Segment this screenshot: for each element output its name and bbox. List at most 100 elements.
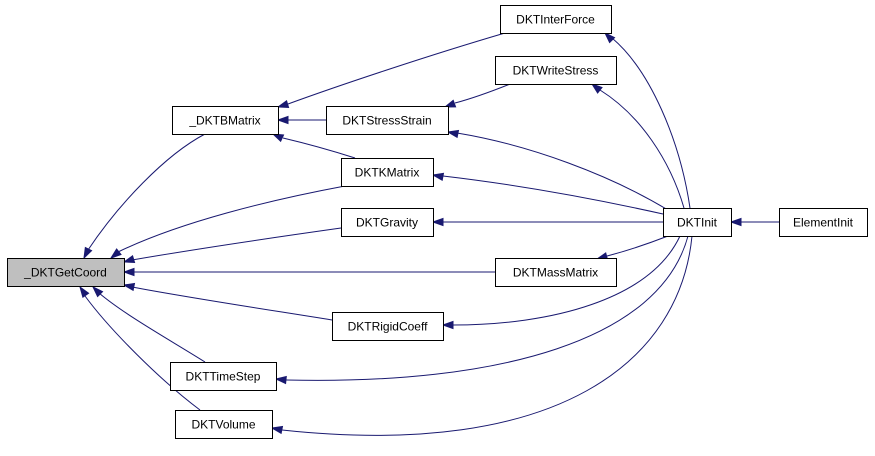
edge-massmatrix-to-getcoord [122,267,495,277]
edge-line [285,235,689,381]
node-label: ElementInit [793,216,854,230]
edge-line [282,137,356,159]
edge-init-to-massmatrix [595,235,669,261]
edge-init-to-writestress [590,83,685,209]
edge-line [287,32,506,105]
node-elementinit[interactable]: ElementInit [779,208,868,237]
edge-line [454,83,511,104]
edge-stressstrain-to-bmatrix [276,115,326,125]
node-writestress[interactable]: DKTWriteStress [495,56,617,85]
node-gravity[interactable]: DKTGravity [341,208,434,237]
arrowhead [276,115,289,125]
node-box [170,362,277,391]
node-label: DKTInit [677,216,718,230]
node-massmatrix[interactable]: DKTMassMatrix [495,258,617,287]
edge-line [456,132,669,211]
node-bmatrix[interactable]: _DKTBMatrix [172,106,279,135]
node-interforce[interactable]: DKTInterForce [500,5,612,34]
node-box [663,208,732,237]
node-volume[interactable]: DKTVolume [175,410,273,439]
edge-init-to-stressstrain [446,129,669,211]
node-label: DKTRigidCoeff [348,320,428,334]
edge-line [98,292,206,363]
edge-kmatrix-to-getcoord [109,185,346,259]
arrowhead [590,83,603,94]
node-box [172,106,279,135]
node-init[interactable]: DKTInit [663,208,732,237]
arrowhead [603,31,616,44]
edge-volume-to-getcoord [79,285,201,411]
node-label: DKTTimeStep [186,370,261,384]
arrowhead [443,99,457,108]
edge-gravity-to-getcoord [122,227,342,264]
edge-line [599,89,685,209]
node-box [341,158,434,187]
node-box [779,208,868,237]
edge-kmatrix-to-bmatrix [271,133,356,159]
node-label: DKTStressStrain [342,114,431,128]
arrowhead [276,99,290,109]
edge-elementinit-to-init [729,217,779,227]
node-box [500,5,612,34]
node-box [175,410,273,439]
edge-init-to-kmatrix [431,172,664,215]
arrowhead [122,254,136,264]
edge-writestress-to-stressstrain [443,83,511,108]
edge-interforce-to-bmatrix [276,32,506,109]
node-box [341,208,434,237]
node-box [495,56,617,85]
arrowhead [122,282,136,292]
arrowhead [270,425,284,435]
edge-line [442,175,664,215]
node-label: DKTVolume [191,418,255,432]
arrowhead [79,285,90,299]
edge-init-to-timestep [274,235,689,385]
node-box [332,312,444,341]
edges-layer [79,31,779,436]
edge-line [117,185,346,253]
edge-line [87,133,206,251]
node-timestep[interactable]: DKTTimeStep [170,362,277,391]
edge-line [131,227,342,261]
edge-line [131,286,333,321]
edge-init-to-rigidcoeff [441,235,681,330]
arrowhead [109,248,122,259]
edge-init-to-gravity [431,217,663,227]
edge-rigidcoeff-to-getcoord [122,282,333,321]
node-box [495,258,617,287]
edge-init-to-interforce [603,31,691,209]
arrowhead [271,133,285,143]
arrowhead [441,320,454,330]
arrowhead [83,246,93,260]
node-label: _DKTBMatrix [188,114,260,128]
node-stressstrain[interactable]: DKTStressStrain [326,106,449,135]
edge-line [606,235,669,257]
node-box [326,106,449,135]
node-getcoord[interactable]: _DKTGetCoord [7,258,125,287]
arrowhead [431,172,445,182]
edge-timestep-to-getcoord [91,285,206,363]
edge-line [84,295,201,411]
arrowhead [729,217,742,227]
edge-line [611,37,691,209]
node-label: DKTKMatrix [355,166,420,180]
arrowhead [274,375,287,385]
edge-init-to-volume [270,235,693,436]
arrowhead [91,285,104,298]
node-rigidcoeff[interactable]: DKTRigidCoeff [332,312,444,341]
arrowhead [446,129,460,139]
node-label: DKTGravity [356,216,418,230]
edge-line [281,235,693,436]
node-box [7,258,125,287]
arrowhead [122,267,135,277]
edge-bmatrix-to-getcoord [83,133,206,260]
node-kmatrix[interactable]: DKTKMatrix [341,158,434,187]
node-label: DKTMassMatrix [513,266,598,280]
arrowhead [431,217,444,227]
edge-line [452,235,681,326]
node-label: _DKTGetCoord [23,266,107,280]
node-label: DKTWriteStress [513,64,599,78]
node-label: DKTInterForce [516,13,595,27]
